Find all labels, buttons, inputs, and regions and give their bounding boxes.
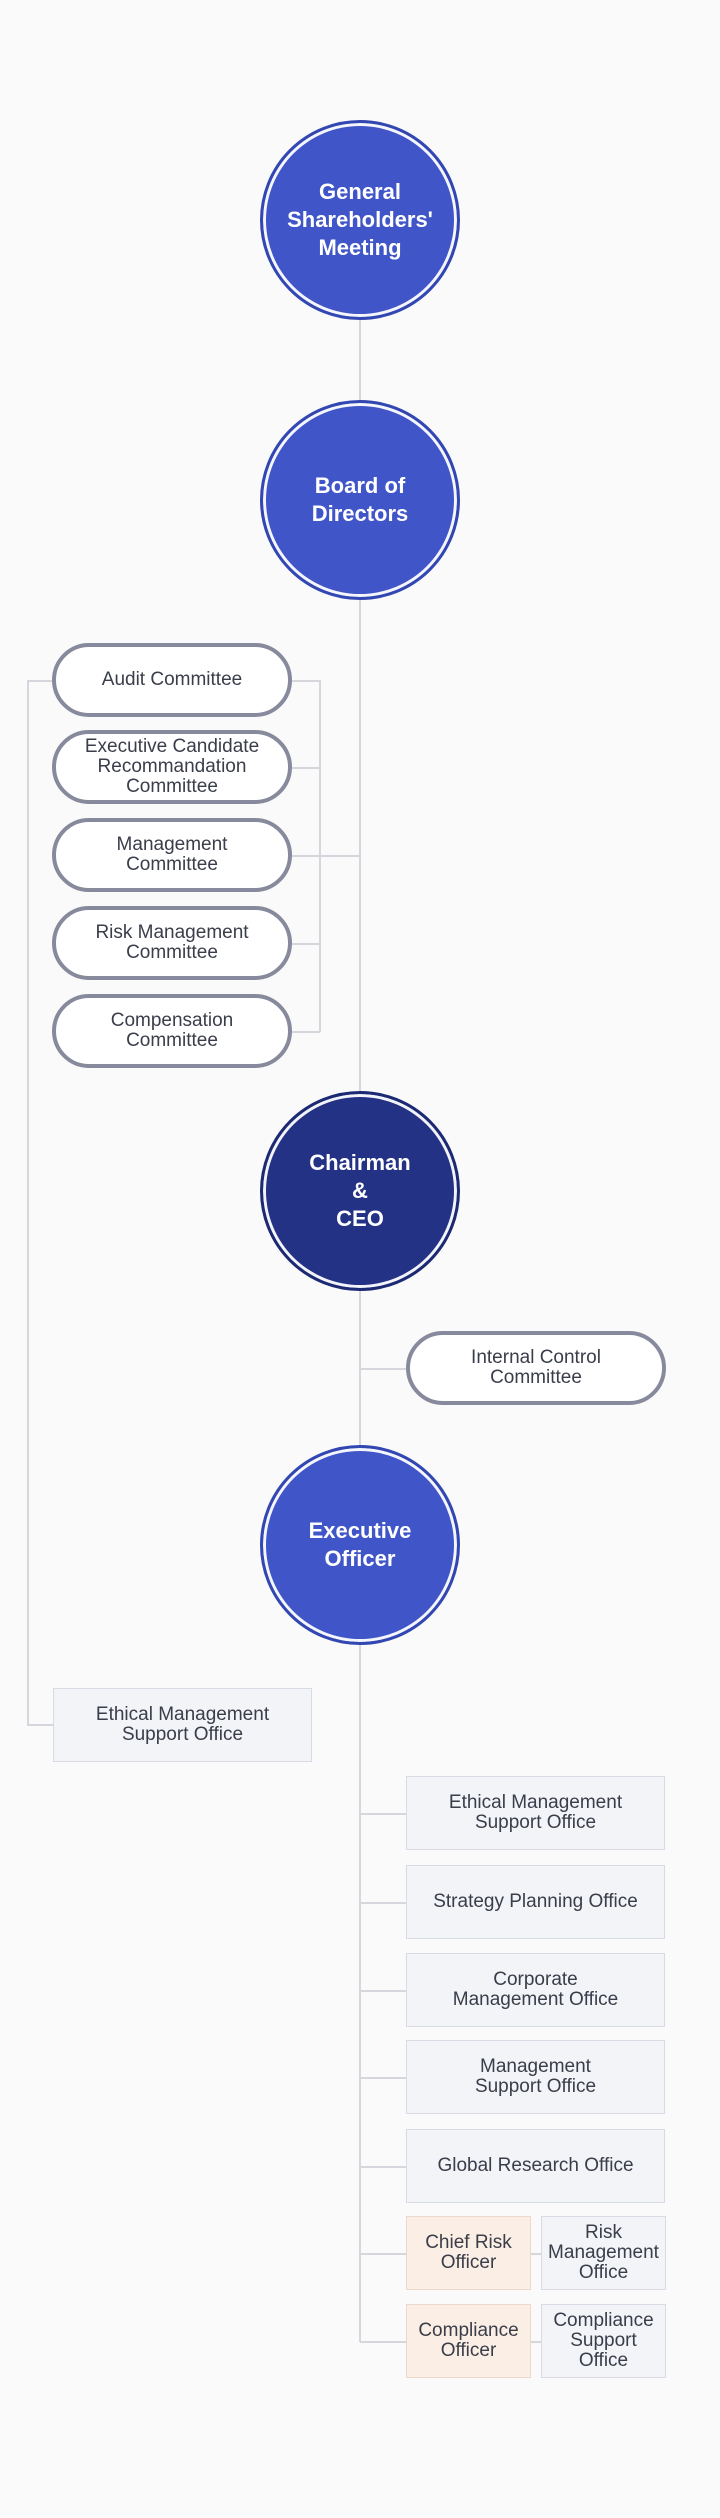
- audit-left-line: [27, 680, 29, 1726]
- corporate-management-office-node: Corporate Management Office: [406, 1953, 665, 2027]
- internal-control-link-line: [360, 1368, 408, 1370]
- compliance-officer-label: Compliance Officer: [418, 2320, 519, 2361]
- management-committee-label: Management Committee: [116, 834, 228, 875]
- audit-committee-node: Audit Committee: [52, 643, 292, 717]
- audit-committee-label: Audit Committee: [101, 669, 243, 690]
- office-link-line: [360, 2166, 406, 2168]
- office-link-line: [360, 1902, 406, 1904]
- executive-officer-label: Executive Officer: [308, 1518, 412, 1571]
- executive-candidate-recommendation-committee-node: Executive Candidate Recommandation Commi…: [52, 730, 292, 804]
- compensation-committee-label: Compensation Committee: [110, 1010, 234, 1051]
- compliance-support-office-node: Compliance Support Office: [541, 2304, 666, 2378]
- management-committee-node: Management Committee: [52, 818, 292, 892]
- risk-management-committee-label: Risk Management Committee: [95, 922, 249, 963]
- audit-ethical-management-support-office-node: Ethical Management Support Office: [53, 1688, 312, 1762]
- chief-risk-officer-node: Chief Risk Officer: [406, 2216, 531, 2290]
- global-research-office-label: Global Research Office: [437, 2155, 634, 2176]
- executive-candidate-recommendation-committee-label: Executive Candidate Recommandation Commi…: [84, 736, 260, 797]
- compensation-committee-node: Compensation Committee: [52, 994, 292, 1068]
- committee-link-line: [292, 1031, 320, 1033]
- office-link-line: [360, 2341, 406, 2343]
- chairman-ceo-node: Chairman & CEO: [260, 1091, 460, 1291]
- executive-officer-node: Executive Officer: [260, 1445, 460, 1645]
- internal-control-committee-label: Internal Control Committee: [471, 1347, 601, 1388]
- committee-link-line: [292, 767, 320, 769]
- officer-office-link-line: [530, 2341, 542, 2343]
- compliance-officer-node: Compliance Officer: [406, 2304, 531, 2378]
- committee-link-line: [292, 855, 320, 857]
- ethical-management-support-office-label: Ethical Management Support Office: [448, 1792, 623, 1833]
- office-link-line: [360, 1990, 406, 1992]
- audit-bottom-line: [27, 1724, 55, 1726]
- committee-link-line: [292, 943, 320, 945]
- office-link-line: [360, 2253, 406, 2255]
- strategy-planning-office-label: Strategy Planning Office: [433, 1891, 638, 1912]
- management-support-office-label: Management Support Office: [474, 2056, 597, 2097]
- ethical-management-support-office-node: Ethical Management Support Office: [406, 1776, 665, 1850]
- chairman-ceo-label: Chairman & CEO: [309, 1150, 411, 1231]
- board-of-directors-node: Board of Directors: [260, 400, 460, 600]
- strategy-planning-office-node: Strategy Planning Office: [406, 1865, 665, 1939]
- compliance-support-office-label: Compliance Support Office: [553, 2310, 654, 2371]
- corporate-management-office-label: Corporate Management Office: [452, 1969, 619, 2010]
- audit-top-line: [27, 680, 55, 682]
- general-shareholders-meeting-node: General Shareholders' Meeting: [260, 120, 460, 320]
- management-support-office-node: Management Support Office: [406, 2040, 665, 2114]
- risk-management-office-label: Risk Management Office: [548, 2222, 659, 2283]
- internal-control-committee-node: Internal Control Committee: [406, 1331, 666, 1405]
- board-of-directors-label: Board of Directors: [311, 473, 409, 526]
- risk-management-office-node: Risk Management Office: [541, 2216, 666, 2290]
- chief-risk-officer-label: Chief Risk Officer: [425, 2232, 512, 2273]
- committee-join-line: [320, 855, 360, 857]
- general-shareholders-meeting-label: General Shareholders' Meeting: [287, 179, 433, 260]
- committee-link-line: [292, 680, 320, 682]
- global-research-office-node: Global Research Office: [406, 2129, 665, 2203]
- audit-ethical-management-support-office-label: Ethical Management Support Office: [95, 1704, 270, 1745]
- officer-office-link-line: [530, 2253, 542, 2255]
- risk-management-committee-node: Risk Management Committee: [52, 906, 292, 980]
- office-link-line: [360, 1813, 406, 1815]
- office-link-line: [360, 2077, 406, 2079]
